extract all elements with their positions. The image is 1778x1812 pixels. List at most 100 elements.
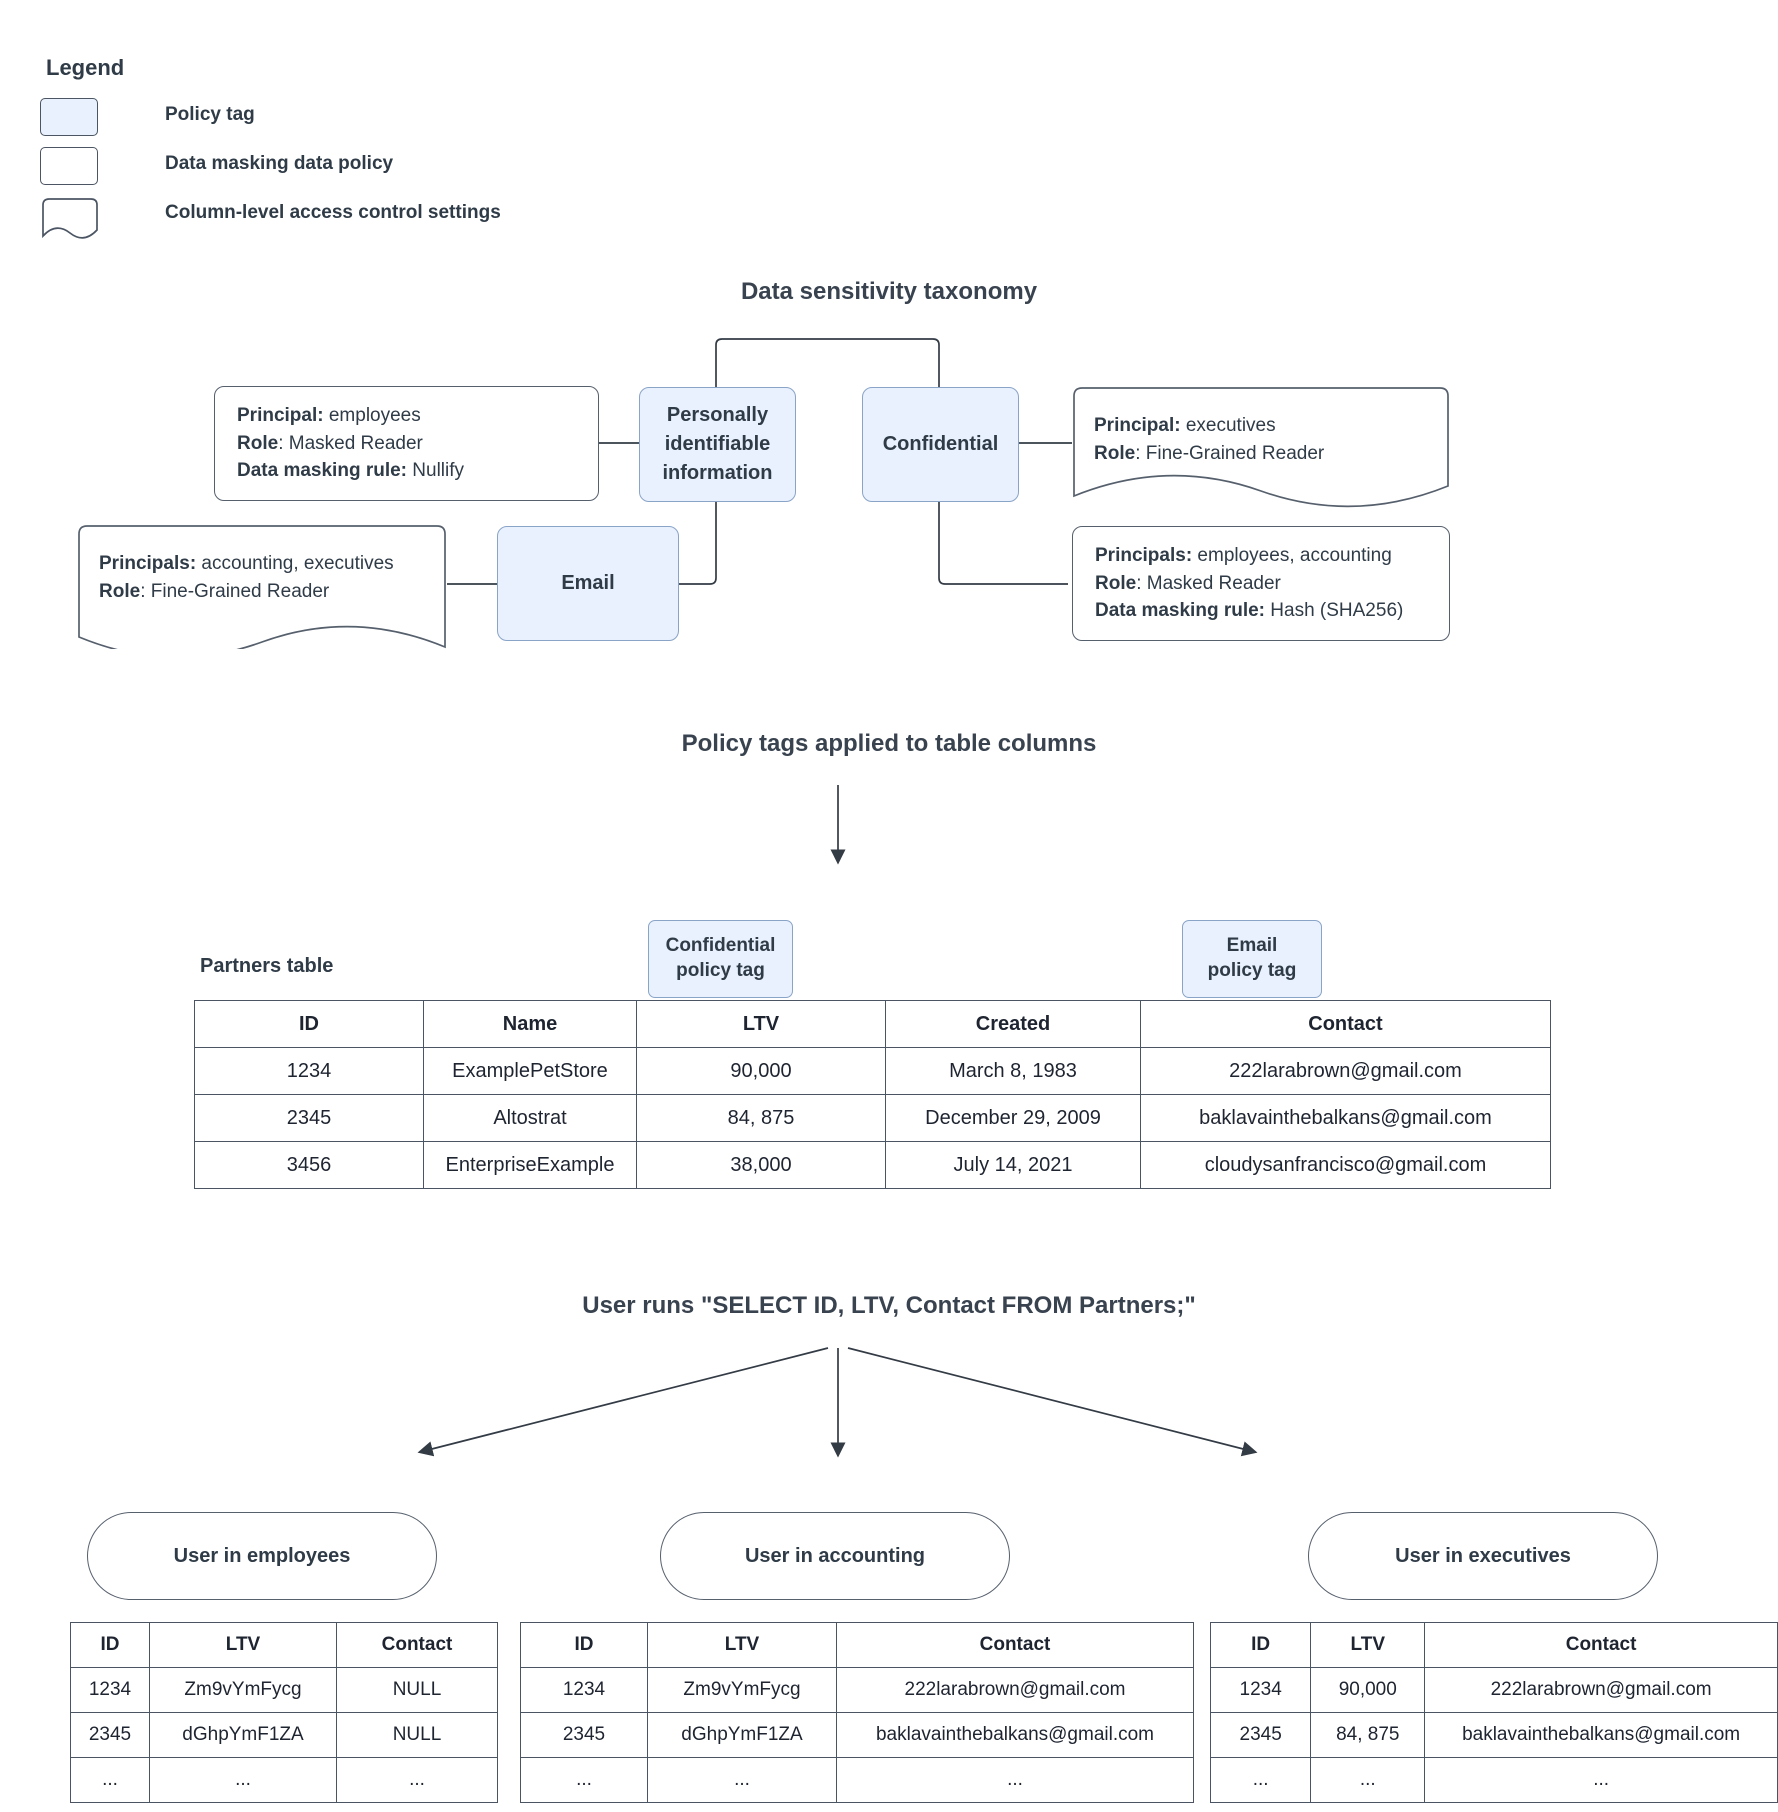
pii-masking-principal-value: employees: [323, 405, 421, 427]
accounting-r0c2: 222larabrown@gmail.com: [836, 1667, 1194, 1713]
partners-r0c1: ExamplePetStore: [423, 1047, 637, 1095]
policy-tag-email-label: Email: [561, 572, 615, 594]
employees-r2c1: ...: [149, 1757, 337, 1803]
legend-label-data-masking: Data masking data policy: [165, 153, 394, 174]
confidential-masking-role-value: : Masked Reader: [1136, 572, 1281, 594]
policy-tag-email[interactable]: Email: [497, 526, 679, 641]
persona-accounting-label: User in accounting: [744, 1544, 926, 1567]
column-access-swatch: [40, 196, 98, 239]
pii-masking-rule-key: Data masking rule:: [237, 460, 407, 482]
table-row: 1234 Zm9vYmFycg 222larabrown@gmail.com: [520, 1667, 1194, 1713]
partners-r2c2: 38,000: [636, 1141, 886, 1189]
partners-r0c2: 90,000: [636, 1047, 886, 1095]
table-row: 1234 90,000 222larabrown@gmail.com: [1209, 1667, 1778, 1713]
partners-r1c0: 2345: [194, 1094, 424, 1142]
email-policy-tag-line1: Email: [1226, 935, 1278, 957]
email-access-role-key: Role: [99, 580, 141, 602]
taxonomy-section-title: Data sensitivity taxonomy: [740, 278, 1038, 305]
pii-masking-role-key: Role: [237, 432, 279, 454]
partners-r1c4: baklavainthebalkans@gmail.com: [1140, 1094, 1551, 1142]
accounting-r0c0: 1234: [520, 1667, 648, 1713]
accounting-r2c2: ...: [836, 1757, 1194, 1803]
accounting-r2c1: ...: [647, 1757, 837, 1803]
partners-col-4: Contact: [1140, 1000, 1551, 1048]
table-header-row: ID Name LTV Created Contact: [194, 1000, 1551, 1048]
policy-tag-confidential-label: Confidential: [882, 433, 999, 455]
employees-col-0: ID: [70, 1622, 150, 1668]
email-policy-tag-badge[interactable]: Email policy tag: [1182, 920, 1322, 998]
accounting-r0c1: Zm9vYmFycg: [647, 1667, 837, 1713]
partners-r2c0: 3456: [194, 1141, 424, 1189]
employees-r0c2: NULL: [336, 1667, 498, 1713]
employees-r0c0: 1234: [70, 1667, 150, 1713]
employees-col-2: Contact: [336, 1622, 498, 1668]
executives-r0c1: 90,000: [1310, 1667, 1426, 1713]
executives-r1c1: 84, 875: [1310, 1712, 1426, 1758]
confidential-policy-tag-badge[interactable]: Confidential policy tag: [648, 920, 793, 998]
email-access-principal-value: accounting, executives: [196, 553, 394, 574]
email-access-role-value: : Fine-Grained Reader: [140, 580, 330, 602]
confidential-access-principal-value: executives: [1180, 415, 1276, 436]
employees-r0c1: Zm9vYmFycg: [149, 1667, 337, 1713]
partners-r0c4: 222larabrown@gmail.com: [1140, 1047, 1551, 1095]
persona-accounting[interactable]: User in accounting: [660, 1512, 1010, 1600]
applied-section-title: Policy tags applied to table columns: [681, 730, 1097, 757]
table-row: 2345 dGhpYmF1ZA NULL: [70, 1712, 498, 1758]
employees-r2c2: ...: [336, 1757, 498, 1803]
executives-r2c0: ...: [1209, 1757, 1312, 1803]
policy-tag-swatch: [40, 98, 98, 136]
accounting-r1c1: dGhpYmF1ZA: [647, 1712, 837, 1758]
email-column-access-box: Principals: accounting, executives Role:…: [77, 524, 447, 659]
employees-r1c1: dGhpYmF1ZA: [149, 1712, 337, 1758]
table-header-row: ID LTV Contact: [1209, 1622, 1778, 1668]
legend-title: Legend: [46, 55, 125, 80]
email-access-principal-key: Principals:: [99, 553, 197, 574]
executives-r0c0: 1234: [1209, 1667, 1312, 1713]
data-masking-swatch: [40, 147, 98, 185]
policy-tag-pii[interactable]: Personally identifiable information: [639, 387, 796, 502]
pii-masking-rule-value: Nullify: [407, 460, 465, 482]
partners-col-1: Name: [423, 1000, 637, 1048]
table-row: 3456 EnterpriseExample 38,000 July 14, 2…: [194, 1141, 1551, 1189]
partners-col-0: ID: [194, 1000, 424, 1048]
table-row: ... ... ...: [520, 1757, 1194, 1803]
partners-col-2: LTV: [636, 1000, 886, 1048]
confidential-masking-role-key: Role: [1095, 572, 1137, 594]
partners-r1c3: December 29, 2009: [885, 1094, 1141, 1142]
accounting-r2c0: ...: [520, 1757, 648, 1803]
partners-r0c3: March 8, 1983: [885, 1047, 1141, 1095]
pii-masking-principal-key: Principal:: [237, 405, 324, 427]
table-header-row: ID LTV Contact: [520, 1622, 1194, 1668]
accounting-col-1: LTV: [647, 1622, 837, 1668]
confidential-policy-tag-line2: policy tag: [676, 960, 765, 981]
executives-col-2: Contact: [1424, 1622, 1778, 1668]
employees-col-1: LTV: [149, 1622, 337, 1668]
confidential-policy-tag-line1: Confidential: [665, 935, 776, 957]
employees-r1c0: 2345: [70, 1712, 150, 1758]
table-header-row: ID LTV Contact: [70, 1622, 498, 1668]
policy-tag-confidential[interactable]: Confidential: [862, 387, 1019, 502]
executives-r1c0: 2345: [1209, 1712, 1312, 1758]
persona-employees[interactable]: User in employees: [87, 1512, 437, 1600]
persona-employees-label: User in employees: [173, 1544, 351, 1567]
accounting-r1c2: baklavainthebalkans@gmail.com: [836, 1712, 1194, 1758]
persona-executives[interactable]: User in executives: [1308, 1512, 1658, 1600]
confidential-data-masking-policy-box: Principals: employees, accounting Role: …: [1072, 526, 1450, 641]
confidential-column-access-text: Principal: executives Role: Fine-Grained…: [1094, 412, 1324, 467]
partners-r2c4: cloudysanfrancisco@gmail.com: [1140, 1141, 1551, 1189]
email-policy-tag-line2: policy tag: [1207, 960, 1297, 981]
partners-table-label: Partners table: [200, 955, 334, 977]
legend-label-column-access: Column-level access control settings: [165, 202, 501, 223]
table-row: 1234 Zm9vYmFycg NULL: [70, 1667, 498, 1713]
employees-r1c2: NULL: [336, 1712, 498, 1758]
result-table-accounting: ID LTV Contact 1234 Zm9vYmFycg 222larabr…: [520, 1622, 1194, 1803]
pii-data-masking-policy-box: Principal: employees Role: Masked Reader…: [214, 386, 599, 501]
wavy-box-shape: [1073, 387, 1449, 508]
executives-r2c2: ...: [1424, 1757, 1778, 1803]
confidential-masking-principal-value: employees, accounting: [1192, 545, 1392, 567]
table-row: ... ... ...: [70, 1757, 498, 1803]
pii-masking-role-value: : Masked Reader: [278, 432, 423, 454]
executives-col-1: LTV: [1310, 1622, 1426, 1668]
wavy-box-icon: [42, 198, 98, 239]
